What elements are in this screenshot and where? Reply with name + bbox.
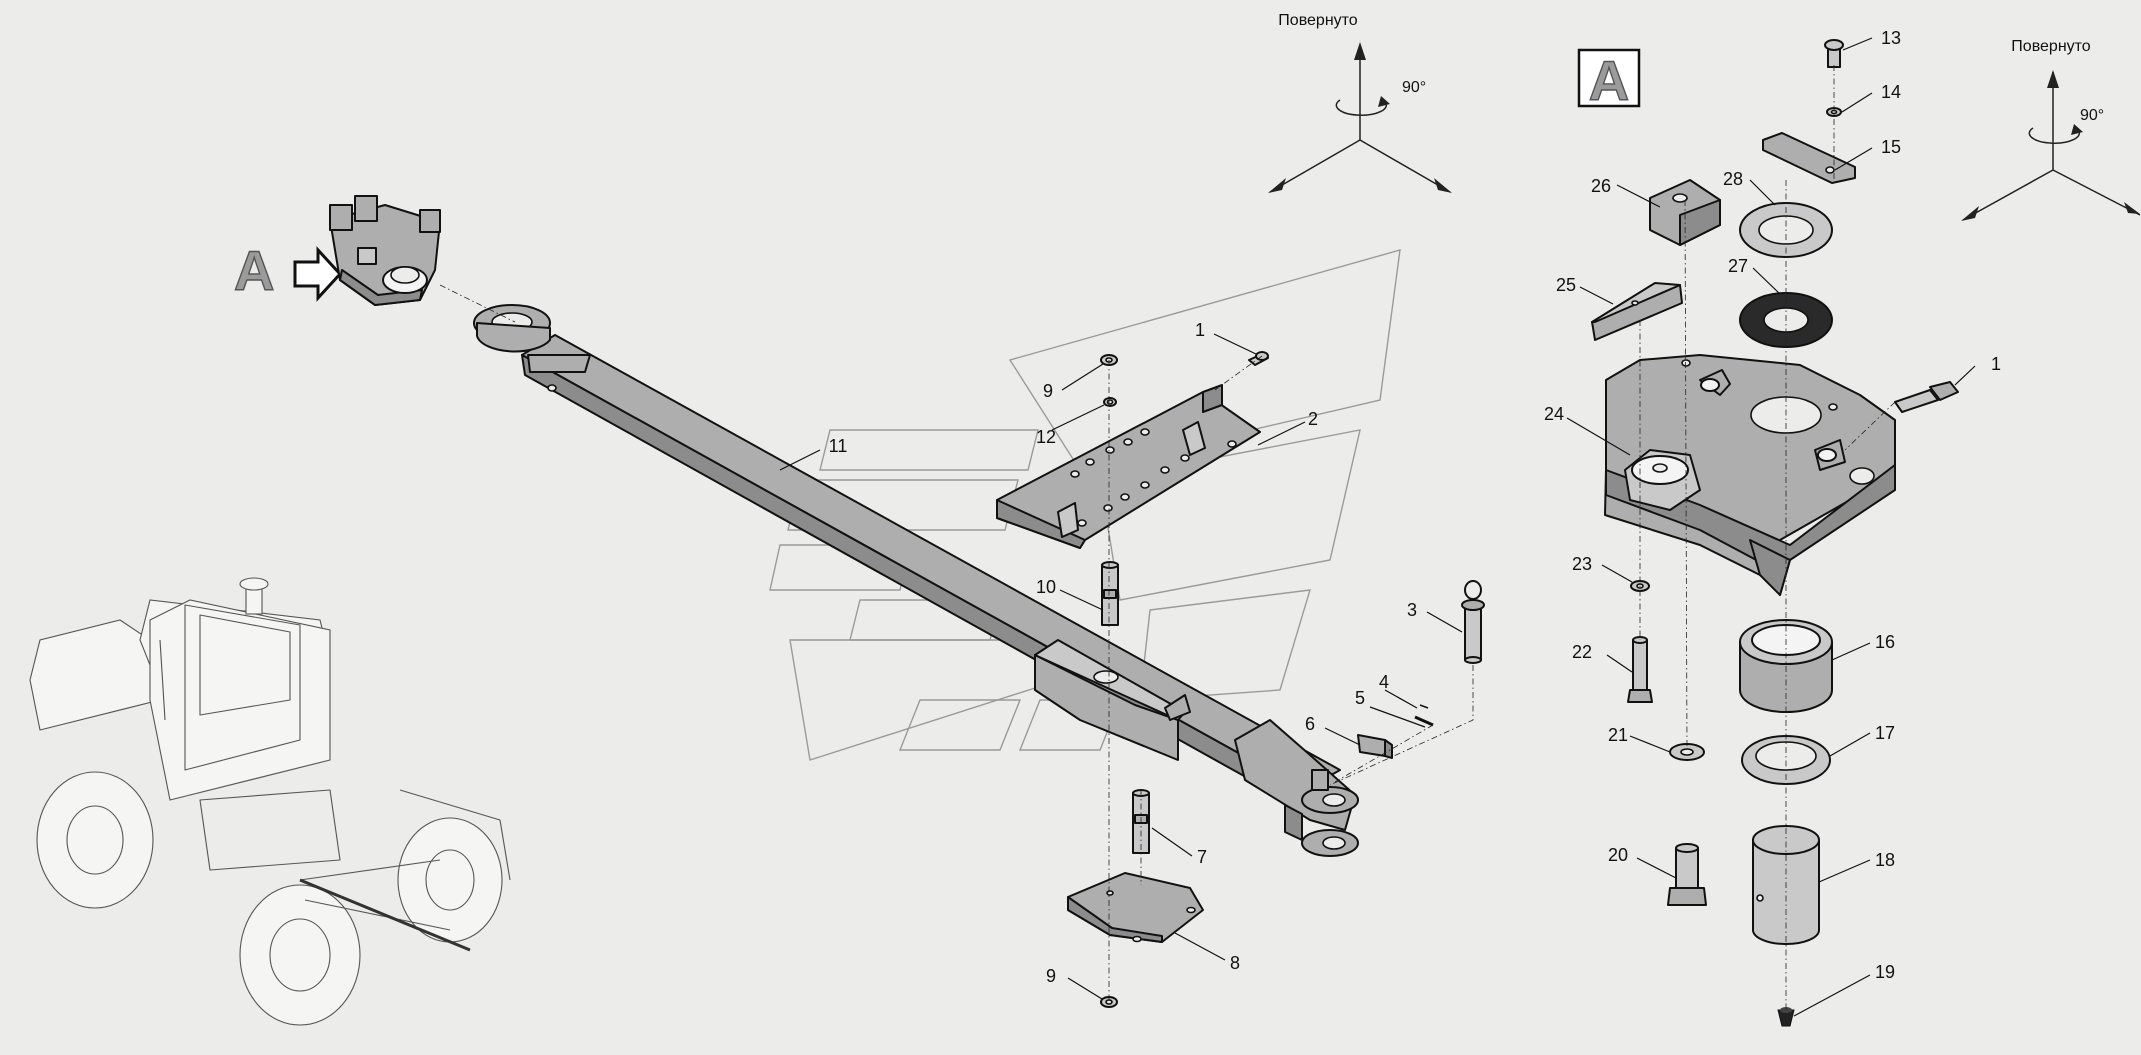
small-parts-4-5-6	[1357, 704, 1434, 759]
callout-24: 24	[1544, 404, 1564, 424]
callout-17: 17	[1875, 723, 1895, 743]
callout-5: 5	[1355, 688, 1365, 708]
callout-25: 25	[1556, 275, 1576, 295]
bolt-part-13	[1824, 39, 1844, 117]
hitch-head-small-assembly	[329, 195, 441, 306]
angle-left-label: 90°	[1402, 79, 1426, 96]
callout-15: 15	[1881, 137, 1901, 157]
callout-22: 22	[1572, 642, 1592, 662]
pin-part-10	[1101, 561, 1119, 626]
view-a-frame: A	[1577, 48, 1641, 113]
callout-1-right: 1	[1991, 354, 2001, 374]
callout-9-top: 9	[1043, 381, 1053, 401]
fasteners-20-23	[1627, 580, 1707, 906]
rotation-symbol-right: Повернуто 90°	[1961, 38, 2141, 221]
plate-part-8	[1067, 872, 1204, 943]
housing-part-24	[1604, 354, 1896, 596]
callout-2: 2	[1308, 409, 1318, 429]
callout-9-bottom: 9	[1046, 966, 1056, 986]
callout-18: 18	[1875, 850, 1895, 870]
block-part-26	[1649, 179, 1721, 246]
callout-6: 6	[1305, 714, 1315, 734]
rotated-right-label: Повернуто	[2011, 38, 2091, 55]
bushing-part-16	[1739, 619, 1833, 713]
callout-leaders	[779, 37, 1976, 1017]
callout-13: 13	[1881, 28, 1901, 48]
rotated-left-label: Повернуто	[1278, 12, 1358, 29]
callout-1: 1	[1195, 320, 1205, 340]
callout-19: 19	[1875, 962, 1895, 982]
callout-21: 21	[1608, 725, 1628, 745]
view-a-frame-letter: A	[1589, 49, 1629, 112]
assembly-axes	[439, 65, 1896, 1010]
callout-14: 14	[1881, 82, 1901, 102]
drawbar-part-11	[473, 304, 1359, 857]
callout-10: 10	[1036, 577, 1056, 597]
view-marker-a: A	[233, 238, 343, 303]
callout-11: 11	[829, 436, 848, 456]
callout-7: 7	[1197, 847, 1207, 867]
callout-20: 20	[1608, 845, 1628, 865]
tractor-sketch	[29, 577, 511, 1026]
callout-23: 23	[1572, 554, 1592, 574]
callout-27: 27	[1728, 256, 1748, 276]
callout-12: 12	[1036, 427, 1056, 447]
fitting-part-19	[1777, 1007, 1795, 1027]
callout-8: 8	[1230, 953, 1240, 973]
callout-numbers: 1 2 3 4 5 6 7 8 9 9 10 11 12 13 14 15 1 …	[829, 28, 2001, 986]
callout-28: 28	[1723, 169, 1743, 189]
pin-part-3	[1461, 580, 1485, 664]
callout-4: 4	[1379, 672, 1389, 692]
bolt-part-1-right	[1894, 381, 1959, 413]
callout-16: 16	[1875, 632, 1895, 652]
callout-26: 26	[1591, 176, 1611, 196]
view-marker-letter: A	[234, 239, 274, 302]
rotation-symbol-left: Повернуто 90°	[1268, 12, 1452, 193]
bar-part-25	[1591, 282, 1683, 341]
plate-part-2	[996, 384, 1261, 549]
callout-3: 3	[1407, 600, 1417, 620]
angle-right-label: 90°	[2080, 107, 2104, 124]
plate-part-15	[1762, 132, 1856, 184]
